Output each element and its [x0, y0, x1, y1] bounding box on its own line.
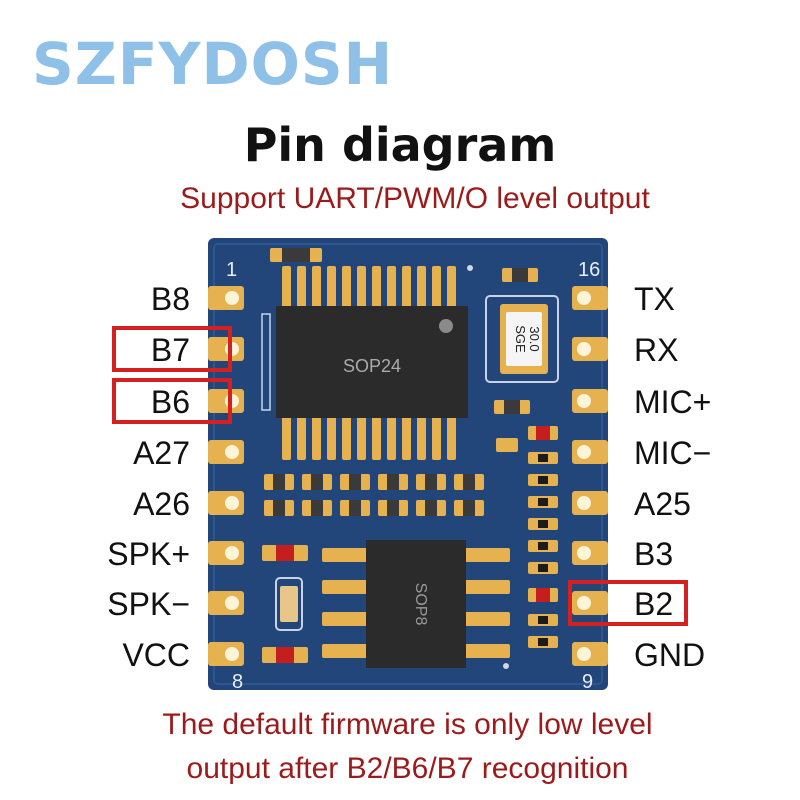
highlight-b6 [112, 378, 232, 424]
resistor-body [387, 500, 399, 516]
pin-label-b2: B2 [634, 586, 674, 622]
resistor-body [463, 500, 475, 516]
pin-label-mic-plus: MIC+ [634, 384, 712, 420]
right-pads [572, 286, 608, 666]
page-subtitle: Support UART/PWM/O level output [180, 182, 650, 215]
pin-label-spk-minus: SPK− [107, 586, 190, 622]
mid-resistor-rows [264, 474, 484, 516]
sop24-pin-bottom [312, 416, 321, 460]
sop24-pin-top [402, 266, 411, 308]
pin-label-mic-minus: MIC− [634, 435, 712, 471]
sop24-pin-bottom [357, 416, 366, 460]
sop24-pin-top [447, 266, 456, 308]
pin-label-rx: RX [634, 332, 679, 368]
sop24-pin-bottom [447, 416, 456, 460]
pin-number-9: 9 [582, 671, 593, 693]
sop24-pin-bottom [432, 416, 441, 460]
resistor-body [349, 500, 361, 516]
svg-text:30.0: 30.0 [527, 326, 542, 351]
sop24-pin-top [387, 266, 396, 308]
chip-sop8 [366, 540, 466, 668]
pin-label-b8: B8 [150, 281, 190, 317]
sop24-pin-top [432, 266, 441, 308]
sop24-pin-top [342, 266, 351, 308]
highlight-b7 [112, 326, 232, 372]
sop24-pin-top [312, 266, 321, 308]
pin-label-b7: B7 [150, 332, 190, 368]
resistor-body [425, 500, 437, 516]
sop24-pin-top [372, 266, 381, 308]
sop24-pins [282, 266, 456, 460]
pin-number-16: 16 [578, 259, 600, 281]
chip-sop24 [276, 306, 468, 418]
pin-label-spk-plus: SPK+ [107, 536, 190, 572]
sop24-pin-top [297, 266, 306, 308]
sop24-pin-top [282, 266, 291, 308]
resistor-body [387, 474, 399, 490]
pin-number-1: 1 [226, 259, 237, 281]
pin-number-8: 8 [232, 671, 243, 693]
sop24-pin-top [327, 266, 336, 308]
sop24-pin-bottom [402, 416, 411, 460]
footer-note-line-2: output after B2/B6/B7 recognition [186, 752, 629, 785]
sop24-pin-top [357, 266, 366, 308]
sop24-pin-bottom [282, 416, 291, 460]
brand-watermark: SZFYDOSH [32, 30, 394, 98]
highlight-b2 [568, 580, 688, 626]
left-pads [208, 286, 244, 666]
resistor-body [349, 474, 361, 490]
resistor-body [311, 500, 323, 516]
pin-label-tx: TX [634, 281, 675, 317]
chip-sop8-label: SOP8 [412, 583, 429, 626]
sop24-pin-bottom [417, 416, 426, 460]
resistor-body [463, 474, 475, 490]
chip-sop24-label: SOP24 [343, 356, 401, 376]
pin-label-gnd: GND [634, 637, 706, 673]
sop24-pin-bottom [372, 416, 381, 460]
sop24-pin-bottom [327, 416, 336, 460]
footer-note-line-1: The default firmware is only low level [162, 708, 653, 741]
crystal [485, 295, 559, 383]
pin-label-b3: B3 [634, 536, 674, 572]
sop24-pin-bottom [387, 416, 396, 460]
resistor-body [425, 474, 437, 490]
pin-label-b6: B6 [150, 384, 190, 420]
pin-label-a26: A26 [133, 486, 190, 522]
resistor-body [311, 474, 323, 490]
resistor-body [273, 500, 285, 516]
svg-text:SGE: SGE [513, 325, 528, 353]
page-title: Pin diagram [243, 118, 557, 172]
pin-label-vcc: VCC [122, 637, 190, 673]
sop24-pin-top [417, 266, 426, 308]
pin-label-a27: A27 [133, 435, 190, 471]
sop24-pin-bottom [297, 416, 306, 460]
pin-label-a25: A25 [634, 486, 691, 522]
resistor-body [273, 474, 285, 490]
sop24-pin-bottom [342, 416, 351, 460]
